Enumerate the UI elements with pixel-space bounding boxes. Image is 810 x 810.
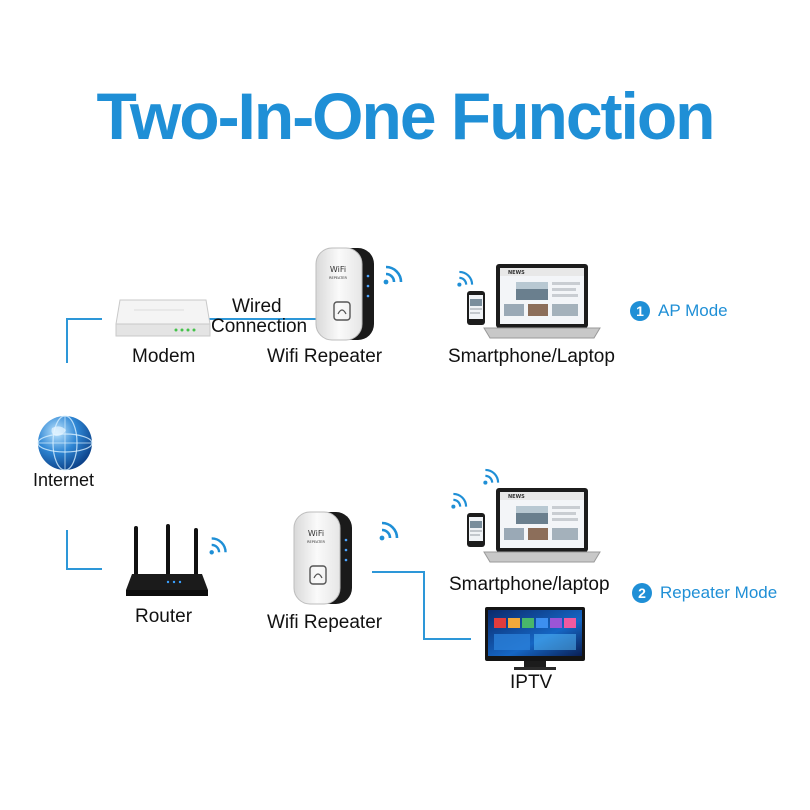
- repeater-sub-text: REPEATER: [329, 276, 347, 280]
- wifi-signal-icon: [483, 468, 500, 485]
- repeater-bottom-label: Wifi Repeater: [267, 612, 383, 633]
- mode-text: AP Mode: [658, 301, 728, 320]
- connector-internet-bottom-vertical: [66, 530, 68, 570]
- connection-label: Connection: [211, 316, 308, 337]
- repeater-sub-text: REPEATER: [307, 540, 325, 544]
- repeater-icon: WiFi REPEATER: [293, 511, 352, 605]
- mode-number-badge: 1: [630, 301, 650, 321]
- connector-internet-top-vertical: [66, 318, 68, 363]
- wifi-signal-icon: [457, 270, 474, 287]
- devices-top-label: Smartphone/Laptop: [448, 346, 615, 367]
- wired-label: Wired: [232, 296, 282, 317]
- repeater-top-label: Wifi Repeater: [267, 346, 383, 367]
- connector-internet-top-horizontal: [66, 318, 102, 320]
- wifi-signal-icon: [383, 265, 403, 285]
- smartphone-icon: [467, 513, 485, 547]
- laptop-icon: NEWS: [483, 488, 601, 563]
- repeater-brand-text: WiFi: [308, 529, 324, 538]
- connector-iptv-horizontal-1: [372, 571, 424, 573]
- tv-icon: [485, 607, 585, 670]
- connector-iptv-vertical: [423, 571, 425, 639]
- connector-iptv-horizontal-2: [423, 638, 471, 640]
- repeater-brand-text: WiFi: [330, 265, 346, 274]
- repeater-icon: WiFi REPEATER: [315, 247, 374, 341]
- devices-bottom-label: Smartphone/laptop: [449, 574, 610, 595]
- laptop-icon: NEWS: [483, 264, 601, 339]
- connector-wired: [208, 318, 318, 320]
- connector-internet-bottom-horizontal: [66, 568, 102, 570]
- mode-text: Repeater Mode: [660, 583, 778, 602]
- ap-mode-label: 1 AP Mode: [630, 301, 728, 321]
- router-label: Router: [135, 606, 193, 627]
- mode-number-badge: 2: [632, 583, 652, 603]
- modem-label: Modem: [132, 346, 196, 367]
- smartphone-icon: [467, 291, 485, 325]
- globe-icon: [37, 415, 93, 471]
- wifi-signal-icon: [209, 537, 227, 555]
- wifi-signal-icon: [379, 521, 399, 541]
- iptv-label: IPTV: [510, 672, 553, 693]
- page-title: Two-In-One Function: [96, 79, 716, 153]
- repeater-mode-label: 2 Repeater Mode: [632, 583, 777, 603]
- internet-label: Internet: [33, 470, 95, 490]
- wifi-signal-icon: [451, 492, 468, 509]
- news-text: NEWS: [508, 270, 525, 276]
- modem-icon: [115, 299, 211, 337]
- news-text: NEWS: [508, 494, 525, 500]
- router-icon: [126, 524, 208, 596]
